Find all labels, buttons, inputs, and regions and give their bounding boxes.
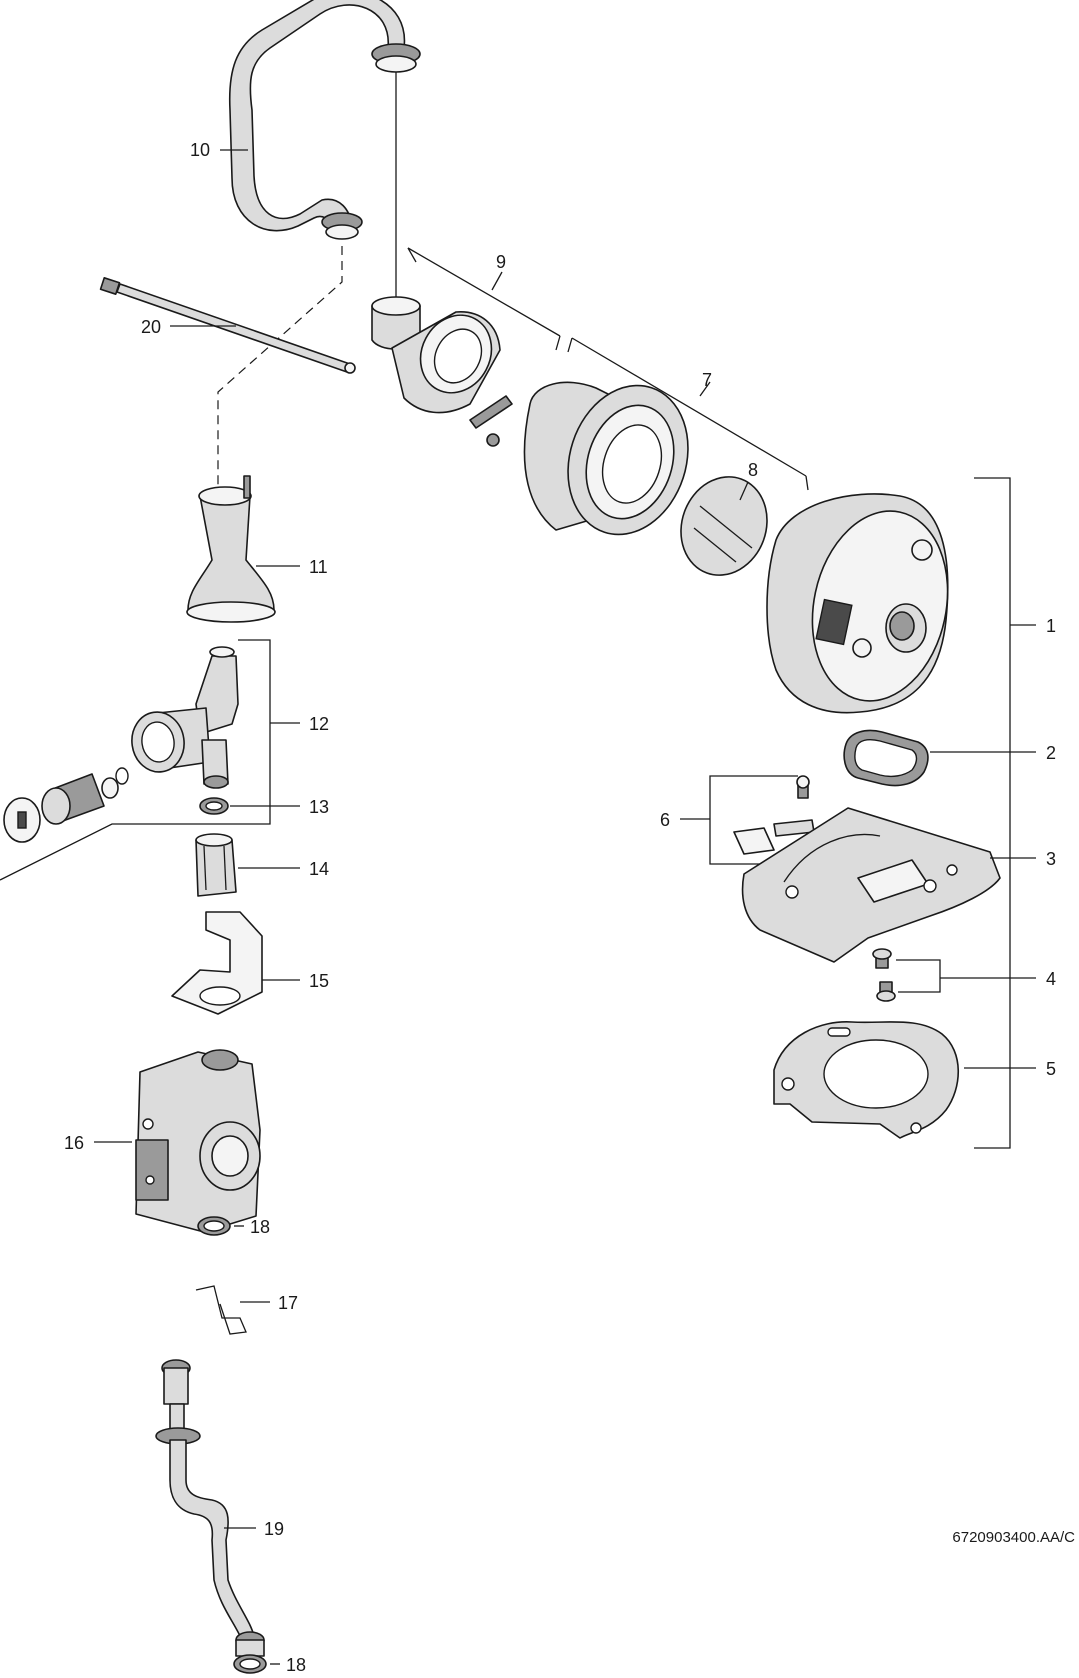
part-1-fan-unit (766, 493, 949, 714)
part-14-union-nut (195, 833, 237, 897)
part-20-sensor-tube (99, 277, 356, 374)
callout-10: 10 (190, 140, 248, 160)
callout-4-bracket: 4 (896, 959, 1056, 993)
part-11-venturi-tube (186, 475, 276, 623)
part-9-venturi-housing (371, 296, 513, 447)
callout-13: 13 (230, 797, 329, 817)
callout-19: 19 (224, 1519, 284, 1539)
part-10-gas-pipe-bend (228, 0, 421, 240)
callout-6-bracket: 6 (660, 775, 798, 865)
part-12-valve-assembly (3, 646, 239, 843)
callout-9-bracket: 9 (407, 247, 561, 351)
callout-12-bracket: 12 (0, 639, 329, 881)
part-18-seal-upper (197, 1216, 231, 1236)
callout-14-label: 14 (309, 859, 329, 879)
callout-11-label: 11 (309, 557, 328, 577)
callout-19-label: 19 (264, 1519, 284, 1539)
part-3-mounting-plate (741, 807, 1001, 963)
callout-17: 17 (240, 1293, 298, 1313)
callout-8-label: 8 (748, 460, 758, 480)
callout-3: 3 (990, 849, 1056, 869)
callout-5-label: 5 (1046, 1059, 1056, 1079)
callout-18a-label: 18 (250, 1217, 270, 1237)
callout-17-label: 17 (278, 1293, 298, 1313)
callout-18b: 18 (270, 1655, 306, 1675)
callout-7-label: 7 (702, 370, 712, 390)
drawing-reference-code: 6720903400.AA/C (952, 1529, 1075, 1546)
part-5-flange-plate (773, 1021, 960, 1139)
callout-14: 14 (238, 859, 329, 879)
callout-15-label: 15 (309, 971, 329, 991)
callout-12-label: 12 (309, 714, 329, 734)
callout-16: 16 (64, 1133, 132, 1153)
callout-1-label: 1 (1046, 616, 1056, 636)
callout-8: 8 (739, 460, 758, 501)
callout-10-label: 10 (190, 140, 210, 160)
part-4-screws (872, 948, 896, 1002)
callout-6-label: 6 (660, 810, 670, 830)
callout-2: 2 (930, 743, 1056, 763)
callout-7-bracket: 7 (567, 337, 809, 491)
part-7-air-inlet-housing (523, 381, 689, 536)
assembly-line-10-11 (217, 246, 343, 486)
part-19-gas-pipe (155, 1359, 265, 1657)
part-18-seal-lower (233, 1654, 267, 1674)
callout-18b-label: 18 (286, 1655, 306, 1675)
callout-20-label: 20 (141, 317, 161, 337)
callout-3-label: 3 (1046, 849, 1056, 869)
callout-15: 15 (262, 971, 329, 991)
part-15-bracket (171, 911, 263, 1015)
callout-1-bracket: 1 (974, 477, 1056, 1149)
callout-5: 5 (964, 1059, 1056, 1079)
callout-13-label: 13 (309, 797, 329, 817)
callout-18a: 18 (234, 1217, 270, 1237)
callout-11: 11 (256, 557, 328, 577)
part-6-small-parts-kit (733, 775, 815, 855)
part-13-o-ring (199, 797, 229, 815)
part-8-shutter-disc (680, 476, 768, 576)
callout-2-label: 2 (1046, 743, 1056, 763)
callout-20: 20 (141, 317, 236, 337)
callout-4-label: 4 (1046, 969, 1056, 989)
callout-9-label: 9 (496, 252, 506, 272)
callout-16-label: 16 (64, 1133, 84, 1153)
part-2-gasket (843, 729, 929, 787)
part-16-gas-valve (135, 1049, 261, 1233)
part-17-clip (195, 1285, 247, 1335)
